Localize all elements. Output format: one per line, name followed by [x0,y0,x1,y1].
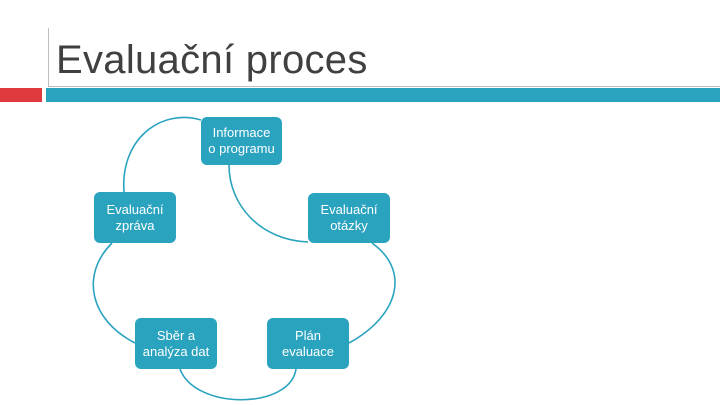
node-label-line1: Plán [294,327,321,343]
node-label-line2: o programu [208,141,275,156]
connector-otazky-plan [348,242,396,344]
title-divider-horizontal [48,86,720,87]
accent-bar-teal [46,88,720,102]
node-evaluacni-otazky: Evaluační otázky [308,193,390,243]
node-label-line1: Sběr a [156,327,196,343]
title-divider-vertical [48,28,49,86]
node-label-line2: otázky [330,218,368,233]
node-label-line1: Informace [212,125,271,140]
node-informace-o-programu: Informace o programu [201,117,282,165]
connector-plan-sber [179,368,297,401]
connector-zprava-info [123,116,202,193]
accent-bar-red [0,88,42,102]
node-label-line2: evaluace [281,343,335,359]
node-label-line1: Evaluační [106,201,164,217]
node-plan-evaluace: Plán evaluace [267,318,349,369]
node-label-line2: zpráva [115,217,155,233]
connector-sber-zprava [92,242,136,344]
node-label-line2: analýza dat [142,343,210,359]
connector-info-otazky [228,164,309,243]
node-sber-a-analyza-dat: Sběr a analýza dat [135,318,217,369]
node-label-line1: Evaluační [320,202,378,217]
slide-title: Evaluační proces [56,38,368,82]
node-evaluacni-zprava: Evaluační zpráva [94,192,176,243]
